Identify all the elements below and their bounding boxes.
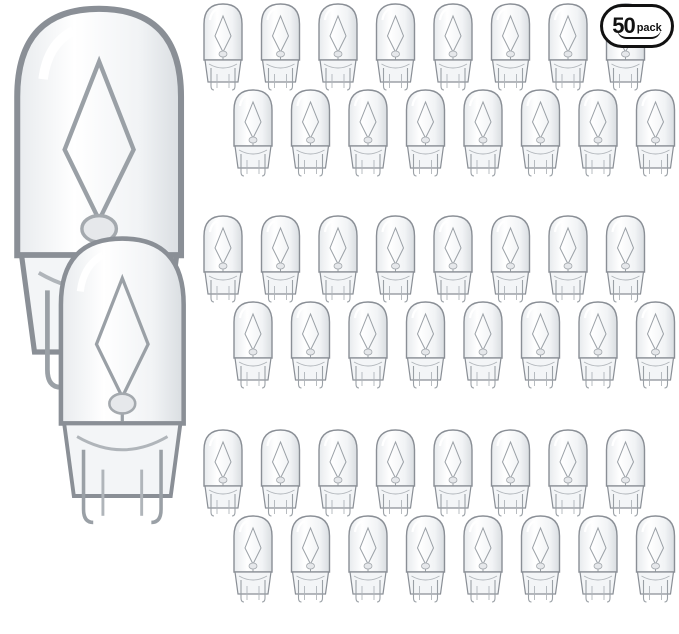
bulb-icon: [432, 428, 474, 518]
bulb-icon: [520, 514, 561, 604]
bulb-icon: [347, 88, 389, 178]
bulb-icon: [290, 88, 331, 178]
bulb-icon: [232, 514, 274, 604]
bulb-icon: [290, 514, 331, 604]
bulb-icon: [260, 214, 301, 304]
bulb-icon: [577, 88, 619, 178]
bulb-icon: [260, 428, 301, 518]
bulb-icon: [547, 428, 589, 518]
bulb-icon: [635, 300, 676, 390]
bulb-icon: [520, 88, 561, 178]
bulb-icon: [490, 428, 531, 518]
large-bulb-icon: [61, 239, 184, 523]
bulb-icon: [432, 2, 474, 92]
bulb-icon: [375, 2, 416, 92]
bulb-icon: [432, 214, 474, 304]
bulb-icon: [577, 300, 619, 390]
bulb-icon: [405, 300, 446, 390]
bulb-icon: [635, 514, 676, 604]
bulb-icon: [577, 514, 619, 604]
bulb-icon: [462, 514, 504, 604]
bulb-icon: [317, 2, 359, 92]
bulb-icon: [490, 214, 531, 304]
bulb-icon: [405, 514, 446, 604]
bulb-icon: [405, 88, 446, 178]
bulb-icon: [490, 2, 531, 92]
bulb-icon: [347, 300, 389, 390]
bulb-icon: [547, 2, 589, 92]
bulb-icon: [260, 2, 301, 92]
bulb-icon: [202, 428, 244, 518]
smile-arrow-icon: [617, 29, 661, 39]
bulb-icon: [347, 514, 389, 604]
bulb-icon: [635, 88, 676, 178]
bulb-icon: [462, 300, 504, 390]
bulb-icon: [317, 428, 359, 518]
bulb-icon: [317, 214, 359, 304]
bulb-icon: [605, 428, 646, 518]
bulb-icon: [375, 428, 416, 518]
bulb-icon: [290, 300, 331, 390]
bulb-icon: [202, 2, 244, 92]
bulb-icon: [202, 214, 244, 304]
bulb-icon: [232, 300, 274, 390]
bulb-icon: [547, 214, 589, 304]
bulb-icon: [462, 88, 504, 178]
pack-count-badge: 50 pack: [600, 4, 674, 48]
bulb-icon: [232, 88, 274, 178]
bulb-icon: [605, 214, 646, 304]
bulb-icon: [520, 300, 561, 390]
bulb-icon: [375, 214, 416, 304]
